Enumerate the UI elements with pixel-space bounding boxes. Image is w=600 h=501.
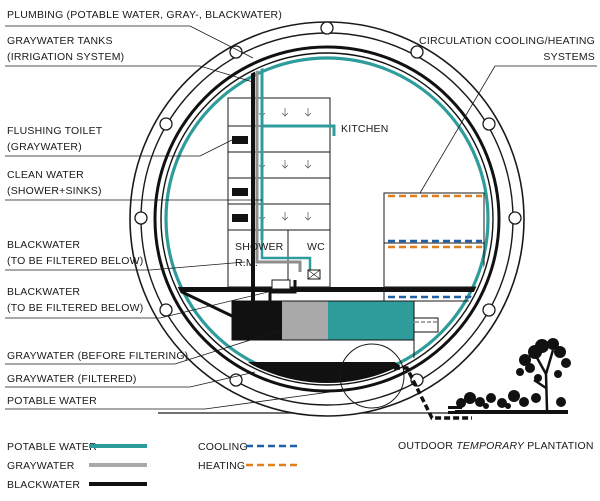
label-circulation: CIRCULATION COOLING/HEATING (419, 35, 595, 47)
label-flushing-toilet: FLUSHING TOILET (7, 125, 103, 137)
tank-stack-shelves (232, 136, 248, 222)
plantation-illustration (448, 338, 571, 414)
label-graywater-filtered: GRAYWATER (FILTERED) (7, 373, 137, 385)
label-graywater-tanks: GRAYWATER TANKS (7, 35, 113, 47)
wc-graywater-pipe (255, 238, 302, 272)
potable-tank (328, 301, 414, 340)
label-kitchen: KITCHEN (341, 123, 389, 135)
bolts (134, 21, 522, 387)
bolt (410, 45, 424, 59)
label-blackwater-a-sub: (TO BE FILTERED BELOW) (7, 255, 143, 267)
outlet-detail-circle (339, 343, 405, 409)
shower-drain (271, 279, 291, 290)
wc-toilet-mark (307, 269, 321, 280)
hull-ring-inner (160, 52, 494, 386)
floor-blackwater-line (179, 289, 233, 318)
label-blackwater-b: BLACKWATER (7, 286, 80, 298)
blackwater-tank (232, 301, 282, 340)
graywater-tank (282, 301, 328, 340)
bolt (159, 303, 173, 317)
label-plantation: OUTDOOR TEMPORARY PLANTATION (398, 440, 594, 452)
label-wc: WC (307, 241, 325, 253)
label-shower: SHOWER (235, 241, 284, 253)
label-blackwater-a: BLACKWATER (7, 239, 80, 251)
wc-blackwater-pipe (268, 280, 297, 301)
floor-slab (163, 287, 491, 292)
legend-label-cooling: COOLING (198, 441, 248, 453)
label-plumbing: PLUMBING (POTABLE WATER, GRAY-, BLACKWAT… (7, 9, 282, 21)
label-graywater-before: GRAYWATER (BEFORE FILTERING) (7, 350, 188, 362)
label-clean-water: CLEAN WATER (7, 169, 84, 181)
filter-box (413, 317, 439, 333)
label-clean-water-sub: (SHOWER+SINKS) (7, 185, 102, 197)
kitchen-potable-pipe (262, 124, 336, 136)
label-potable-water: POTABLE WATER (7, 395, 97, 407)
bolt (159, 117, 173, 131)
bolt (229, 45, 243, 59)
label-flushing-toilet-sub: (GRAYWATER) (7, 141, 82, 153)
bolt (508, 211, 522, 225)
bolt (482, 303, 496, 317)
wc-potable-pipe (260, 240, 312, 270)
bolt (482, 117, 496, 131)
label-circulation-sub: SYSTEMS (543, 51, 595, 63)
legend: POTABLE WATER GRAYWATER BLACKWATER COOLI… (7, 441, 300, 491)
bolt (320, 21, 334, 35)
leader-lines (5, 25, 597, 410)
label-graywater-tanks-sub: (IRRIGATION SYSTEM) (7, 51, 124, 63)
label-shower-rm: R.M. (235, 257, 258, 269)
legend-label-potable: POTABLE WATER (7, 441, 97, 453)
legend-label-blackwater: BLACKWATER (7, 479, 80, 491)
legend-label-heating: HEATING (198, 460, 245, 472)
legend-label-graywater: GRAYWATER (7, 460, 75, 472)
outdoor-outlet-pipe (340, 366, 472, 420)
label-blackwater-b-sub: (TO BE FILTERED BELOW) (7, 302, 143, 314)
potable-feed (327, 321, 415, 331)
bolt (134, 211, 148, 225)
